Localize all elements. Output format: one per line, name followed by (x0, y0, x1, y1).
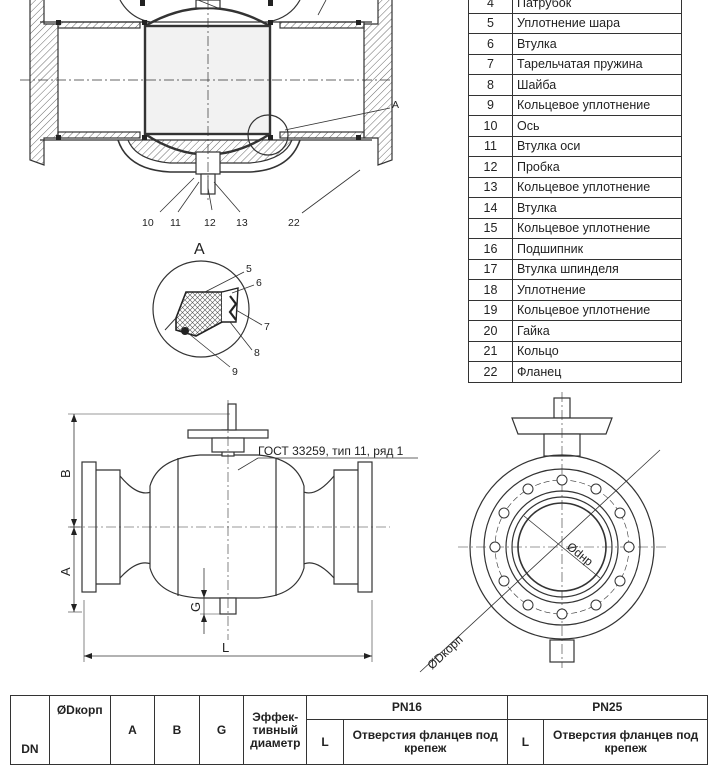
callout-a: A (392, 99, 399, 111)
part-number: 13 (468, 176, 513, 198)
part-name: Патрубок (512, 0, 682, 14)
part-name: Гайка (512, 320, 682, 342)
callout-12: 12 (204, 217, 216, 229)
col-pn16-l: L (306, 719, 344, 765)
callout-13: 13 (236, 217, 248, 229)
col-pn25-l: L (506, 719, 545, 765)
detail-callout-8: 8 (254, 347, 260, 359)
dim-g: G (188, 602, 203, 612)
col-pn16-holes: Отверстия фланцев под крепеж (342, 719, 508, 765)
side-view (68, 400, 418, 662)
d-body-label: ØDкорп (424, 632, 465, 672)
callout-11: 11 (170, 217, 181, 229)
part-name: Кольцевое уплотнение (512, 299, 682, 321)
part-number: 8 (468, 74, 513, 96)
part-name: Кольцевое уплотнение (512, 217, 682, 239)
detail-callout-5: 5 (246, 263, 252, 275)
part-number: 20 (468, 320, 513, 342)
part-name: Уплотнение шара (512, 12, 682, 34)
part-number: 11 (468, 135, 513, 157)
end-view (419, 392, 666, 673)
detail-callout-9: 9 (232, 366, 238, 378)
part-name: Втулка (512, 33, 682, 55)
part-number: 4 (468, 0, 513, 14)
col-effective: Эффек-тивный диаметр (243, 695, 308, 765)
part-number: 9 (468, 94, 513, 116)
d-inner-label: Ødнр (564, 539, 596, 569)
part-number: 5 (468, 12, 513, 34)
detail-callout-6: 6 (256, 277, 262, 289)
detail-callout-7: 7 (264, 321, 270, 333)
col-b: B (154, 695, 200, 765)
part-number: 15 (468, 217, 513, 239)
part-name: Пробка (512, 156, 682, 178)
part-name: Подшипник (512, 238, 682, 260)
spec-table: DN ØDкорп A B G Эффек-тивный диаметр PN1… (10, 694, 708, 765)
detail-view-a: A 5 6 7 8 9 (152, 241, 270, 378)
dim-l: L (222, 640, 229, 655)
part-number: 19 (468, 299, 513, 321)
part-number: 17 (468, 258, 513, 280)
col-a: A (109, 695, 156, 765)
part-number: 6 (468, 33, 513, 55)
col-g: G (198, 695, 245, 765)
part-name: Фланец (512, 361, 682, 383)
dim-b: B (58, 469, 73, 478)
part-number: 12 (468, 156, 513, 178)
dim-a: A (58, 567, 73, 576)
col-pn25-holes: Отверстия фланцев под крепеж (543, 719, 708, 765)
part-name: Кольцевое уплотнение (512, 176, 682, 198)
part-number: 7 (468, 53, 513, 75)
part-name: Кольцо (512, 340, 682, 362)
part-number: 18 (468, 279, 513, 301)
detail-title: A (194, 241, 205, 258)
part-name: Втулка оси (512, 135, 682, 157)
part-name: Втулка (512, 197, 682, 219)
part-name: Втулка шпинделя (512, 258, 682, 280)
col-pn16: PN16 (306, 694, 508, 721)
part-number: 10 (468, 115, 513, 137)
col-dkorp: ØDкорп (48, 695, 111, 765)
part-number: 14 (468, 197, 513, 219)
part-number: 21 (468, 340, 513, 362)
part-number: 22 (468, 361, 513, 383)
callout-10: 10 (142, 217, 154, 229)
col-pn25: PN25 (506, 694, 708, 721)
part-name: Тарельчатая пружина (512, 53, 682, 75)
part-name: Уплотнение (512, 279, 682, 301)
bolt-holes (489, 474, 635, 620)
part-number: 16 (468, 238, 513, 260)
col-dn: DN (10, 695, 50, 765)
section-view (20, 0, 393, 214)
standard-note: ГОСТ 33259, тип 11, ряд 1 (258, 444, 404, 458)
callout-22: 22 (288, 217, 300, 229)
part-name: Кольцевое уплотнение (512, 94, 682, 116)
part-name: Ось (512, 115, 682, 137)
part-name: Шайба (512, 74, 682, 96)
